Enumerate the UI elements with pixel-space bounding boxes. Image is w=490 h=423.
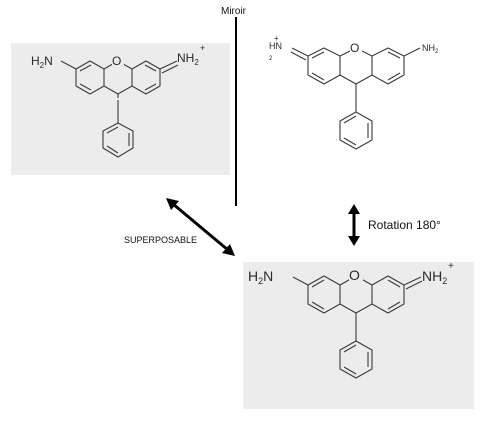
iminium-charge-right: + [448, 261, 454, 272]
mirror-label: Miroir [221, 6, 246, 17]
iminium-charge-left: + [274, 34, 279, 43]
rotation-label: Rotation 180° [368, 218, 441, 232]
iminium-charge-right: + [200, 43, 205, 53]
mirror-line [235, 17, 237, 206]
amine-label-left: H2N [248, 268, 273, 286]
ring-oxygen-label: O [349, 267, 360, 283]
rotation-arrow [348, 204, 360, 246]
ring-oxygen-label: O [350, 41, 359, 55]
molecule-original: O H2N NH2 + [31, 43, 205, 158]
iminium-label-right: NH2 [177, 51, 199, 67]
iminium-sub-left: 2 [269, 56, 273, 62]
amine-label-right: NH2 [422, 43, 439, 55]
amine-label-left: H2N [31, 54, 53, 70]
iminium-label-right: NH2 [422, 268, 447, 286]
molecule-panel-rotated [243, 262, 474, 409]
iminium-label-left: HN [269, 41, 282, 51]
superposable-label: SUPERPOSABLE [124, 235, 198, 245]
molecule-mirror-image: O HN 2 + NH2 [269, 34, 439, 150]
molecule-rotated: O H2N NH2 + [248, 261, 454, 379]
superposable-arrow [166, 198, 235, 256]
ring-oxygen-label: O [112, 54, 121, 68]
